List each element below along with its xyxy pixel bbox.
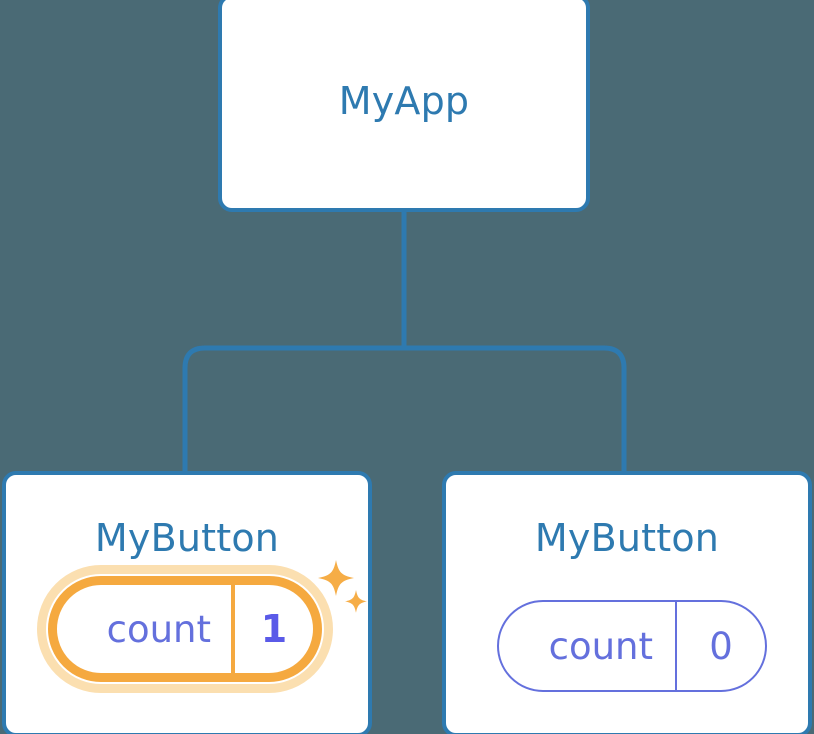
node-myapp[interactable]: MyApp [218,0,590,212]
state-key-label: count [106,607,211,651]
state-pill-divider [675,602,677,690]
connector-branch [182,345,627,474]
state-value-label: 1 [260,607,288,651]
state-pill-divider [231,585,235,673]
node-title: MyApp [338,79,470,123]
state-pill-count-right[interactable]: count 0 [497,600,767,692]
state-pill-count-left[interactable]: count 1 [48,576,322,682]
state-value-label: 0 [709,624,733,668]
state-pill-highlighted-wrapper: count 1 [37,565,333,693]
node-title: MyButton [94,516,280,560]
node-mybutton-right[interactable]: MyButton count 0 [442,471,812,734]
state-key-label: count [548,624,653,668]
highlight-glow-ring [37,565,333,693]
node-title: MyButton [534,516,720,560]
